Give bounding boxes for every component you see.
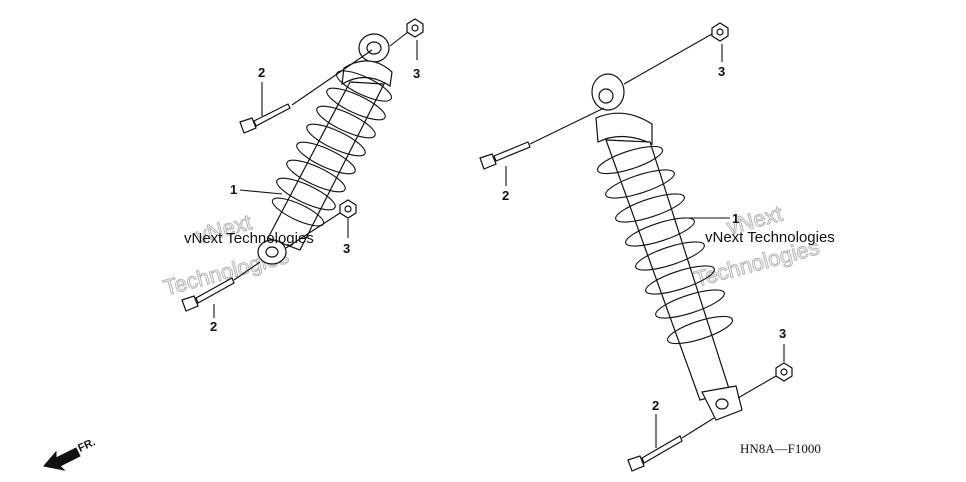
- front-arrow: FR.: [43, 436, 97, 471]
- callout-left-shock: 1: [230, 182, 237, 197]
- callout-right-nut-top: 3: [718, 64, 725, 79]
- left-bolt-bottom: [181, 261, 261, 318]
- callout-right-nut-bottom: 3: [779, 326, 786, 341]
- left-bolt-top: [239, 49, 373, 134]
- left-shock-leader: [239, 189, 283, 195]
- front-arrow-icon: [43, 447, 81, 471]
- callout-right-shock: 1: [732, 211, 739, 226]
- front-label: FR.: [76, 436, 97, 454]
- callout-left-nut-bottom: 3: [343, 241, 350, 256]
- right-nut-bottom: [737, 344, 793, 399]
- callout-left-bolt-top: 2: [258, 65, 265, 80]
- watermark-text-left: vNext Technologies: [184, 230, 314, 247]
- right-shock-absorber: [591, 73, 743, 421]
- watermark-text-right: vNext Technologies: [705, 229, 835, 246]
- left-nut-bottom: [285, 199, 357, 249]
- callout-right-bolt-top: 2: [502, 188, 509, 203]
- diagram-code: HN8A—F1000: [740, 441, 821, 456]
- right-bolt-top: [479, 107, 605, 186]
- left-shock-absorber: [257, 33, 393, 265]
- callout-right-bolt-bottom: 2: [652, 398, 659, 413]
- left-nut-top: [389, 18, 424, 60]
- right-nut-top: [623, 22, 729, 85]
- callout-left-bolt-bottom: 2: [210, 319, 217, 334]
- right-bolt-bottom: [627, 414, 715, 472]
- callout-left-nut-top: 3: [413, 66, 420, 81]
